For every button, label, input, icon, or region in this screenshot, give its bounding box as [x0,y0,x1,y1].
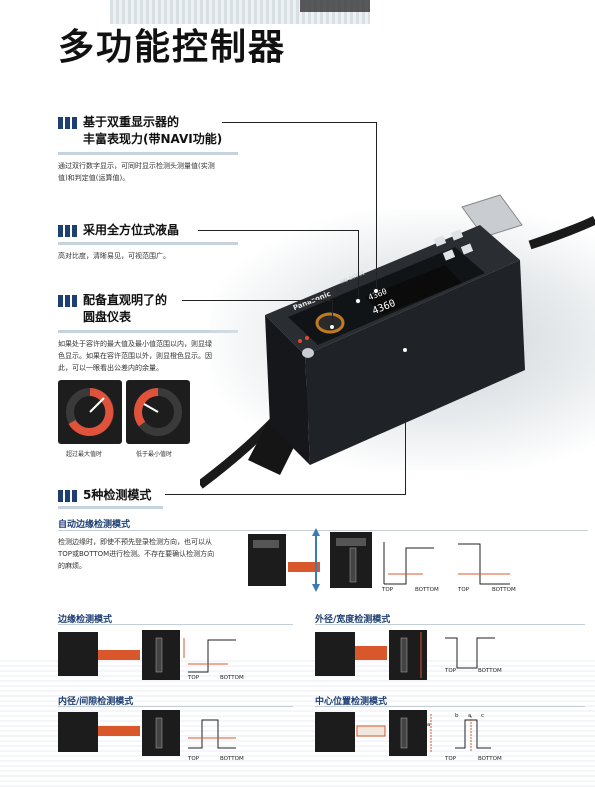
modes-heading-text: 5种检测模式 [83,488,152,502]
leader-line [376,122,377,290]
leader-line [165,494,405,495]
gauge-caption: 低于最小值时 [136,451,173,458]
modes-heading: 5种检测模式 [58,487,151,504]
axis-label: BOTTOM [415,587,439,593]
leader-line [222,122,376,123]
desc-line: 高对比度，清晰易见，可视范围广。 [58,252,170,260]
feature-title-line: 丰富表现力(带NAVI功能) [83,132,223,146]
gauge-under-min [126,380,190,444]
feature-title-line: 基于双重显示器的 [83,115,180,129]
mode-description: 检测边缘时，即使不预先登录检测方向，也可以从 TOP或BOTTOM进行检测。不存… [58,536,214,572]
feature-title-line: 圆盘仪表 [83,310,132,324]
mode-title: 边缘检测模式 [58,615,113,625]
leader-line [358,230,359,300]
inner-diameter-diagram [58,710,236,756]
axis-label: BOTTOM [478,668,502,674]
footer-backdrop [0,660,595,787]
desc-line: 值)和判定值(运算值)。 [58,174,130,182]
bars-icon [58,225,77,237]
mode-divider [58,624,293,625]
desc-line: TOP或BOTTOM进行检测。不存在要确认检测方向 [58,550,215,558]
gauge-over-max [58,380,122,444]
desc-line: 色显示。如果在容许范围以外，则显橙色显示。因 [58,352,212,360]
marker-label: a [468,713,472,719]
mode-title: 中心位置检测模式 [315,697,388,707]
axis-label: TOP [188,675,200,681]
bars-icon [58,490,77,502]
axis-label: BOTTOM [478,756,502,762]
desc-line: 的麻烦。 [58,562,86,570]
mode-divider [315,624,585,625]
axis-label: BOTTOM [492,587,516,593]
mode-divider [315,706,585,707]
axis-label: TOP [458,587,470,593]
marker-label: c [481,713,485,719]
axis-label: TOP [445,756,457,762]
divider [58,330,238,333]
axis-label: TOP [188,756,200,762]
desc-line: 如果处于容许的最大值及最小值范围以内，则显绿 [58,340,212,348]
divider [58,506,163,509]
gauge-dial-icon [134,388,182,436]
feature-description: 如果处于容许的最大值及最小值范围以内，则显绿 色显示。如果在容许范围以外，则显橙… [58,338,212,374]
divider [58,242,238,245]
leader-dot [329,324,335,330]
feature-description: 通过双行数字显示，可同时显示检测头测量值(实测 值)和判定值(运算值)。 [58,160,215,184]
mode-divider [58,706,293,707]
mode-divider [58,530,588,531]
outer-diameter-diagram [315,630,495,680]
bars-icon [58,295,77,307]
axis-label: BOTTOM [220,756,244,762]
leader-dot [373,288,379,294]
desc-line: 通过双行数字显示，可同时显示检测头测量值(实测 [58,162,215,170]
mode-title: 内径/间隙检测模式 [58,697,134,707]
marker-label: b [455,713,459,719]
mode-title: 自动边缘检测模式 [58,520,131,530]
marker-label: c [421,729,425,735]
leader-line [198,230,358,231]
desc-line: 此，可以一眼看出公差内的余量。 [58,364,163,372]
marker-label: a [427,722,431,728]
header-backdrop-dark [300,0,370,12]
leader-line [332,300,333,326]
axis-label: TOP [445,668,457,674]
gauge-caption: 超过最大值时 [66,451,103,458]
feature-lcd: 采用全方位式液晶 [58,222,179,239]
controller-product-image [200,194,595,489]
leader-dot [355,298,361,304]
feature-title-line: 采用全方位式液晶 [83,223,180,237]
leader-line [405,350,406,495]
feature-title-line: 配备直观明了的 [83,293,168,307]
edge-diagram [58,630,236,680]
desc-line: 检测边缘时，即使不预先登录检测方向，也可以从 [58,538,212,546]
mode-title: 外径/宽度检测模式 [315,615,391,625]
page-title: 多功能控制器 [58,27,287,68]
divider [58,152,238,155]
axis-label: BOTTOM [220,675,244,681]
feature-description: 高对比度，清晰易见，可视范围广。 [58,250,170,262]
feature-dial-gauge: 配备直观明了的 圆盘仪表 [58,292,167,326]
leader-line [182,300,332,301]
bars-icon [58,117,77,129]
center-position-diagram [315,710,491,756]
axis-label: TOP [382,587,394,593]
auto-edge-diagram [248,528,510,592]
feature-dual-display: 基于双重显示器的 丰富表现力(带NAVI功能) [58,114,222,148]
gauge-dial-icon [66,388,114,436]
marker-label: b [421,715,425,721]
leader-dot [402,347,408,353]
